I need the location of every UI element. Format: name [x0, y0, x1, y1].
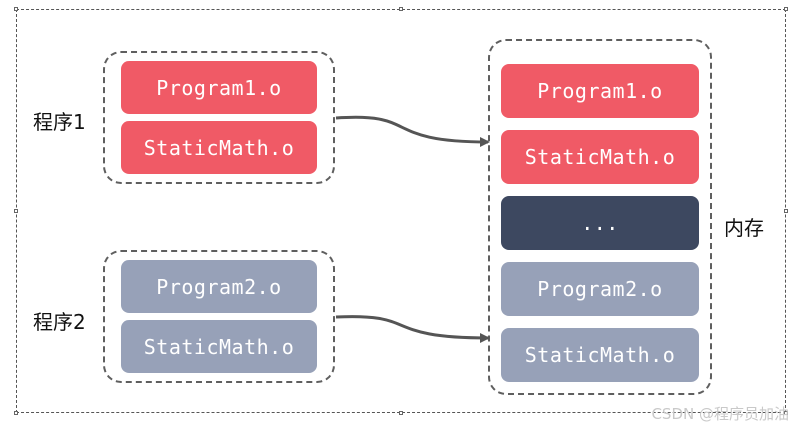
resize-handle[interactable] — [14, 209, 18, 213]
program2-staticmath-module: StaticMath.o — [121, 320, 317, 373]
program2-group — [103, 250, 335, 383]
memory-staticmath-module-2: StaticMath.o — [501, 328, 699, 382]
program1-label: 程序1 — [33, 110, 86, 134]
program1-module: Program1.o — [121, 61, 317, 114]
memory-ellipsis-block: ... — [501, 196, 699, 250]
resize-handle[interactable] — [784, 209, 788, 213]
resize-handle[interactable] — [784, 411, 788, 415]
resize-handle[interactable] — [784, 7, 788, 11]
arrow-program2-to-memory — [335, 315, 490, 343]
program2-module: Program2.o — [121, 260, 317, 313]
arrow-program1-to-memory — [335, 115, 490, 147]
resize-handle[interactable] — [399, 411, 403, 415]
memory-staticmath-module: StaticMath.o — [501, 130, 699, 184]
program1-staticmath-module: StaticMath.o — [121, 121, 317, 174]
watermark: CSDN @程序员加油 — [651, 405, 789, 423]
memory-program1-module: Program1.o — [501, 64, 699, 118]
memory-program2-module: Program2.o — [501, 262, 699, 316]
memory-label: 内存 — [724, 216, 764, 240]
program1-group — [103, 51, 335, 184]
resize-handle[interactable] — [14, 411, 18, 415]
memory-group — [488, 39, 712, 395]
resize-handle[interactable] — [14, 7, 18, 11]
program2-label: 程序2 — [33, 310, 86, 334]
resize-handle[interactable] — [399, 7, 403, 11]
